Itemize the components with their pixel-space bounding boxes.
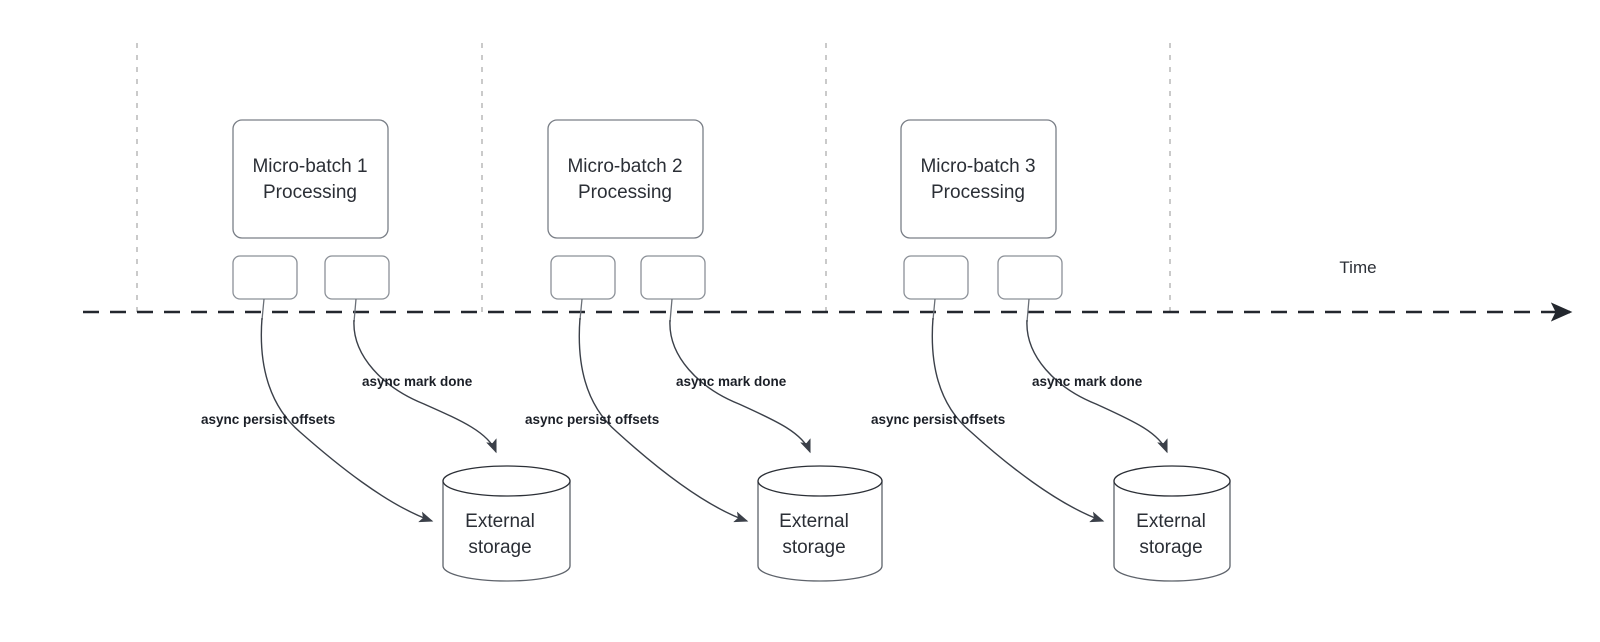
external-storage-2-label-line2: storage	[782, 537, 845, 558]
external-storage-3-label-line1: External	[1136, 511, 1206, 532]
external-storage-1[interactable]: External storage	[442, 465, 571, 582]
task-box-2a-stub	[579, 298, 583, 321]
micro-batch-group-2: Micro-batch 2 Processing async persist o…	[525, 119, 883, 582]
edge-mark-done-3	[1026, 319, 1168, 454]
external-storage-3-label-line2: storage	[1139, 537, 1202, 558]
task-box-1b[interactable]	[324, 255, 390, 300]
edge-persist-offsets-2	[578, 317, 749, 523]
time-axis-label: Time	[1339, 258, 1376, 277]
edge-mark-done-1	[353, 319, 497, 454]
micro-batch-1-label-line1: Micro-batch 1	[252, 156, 367, 177]
edge-persist-offsets-3	[931, 317, 1105, 523]
edge-persist-offsets-1	[260, 317, 434, 523]
task-box-2b[interactable]	[640, 255, 706, 300]
edge-persist-offsets-2-label: async persist offsets	[525, 412, 659, 427]
edge-mark-done-3-label: async mark done	[1032, 374, 1143, 389]
task-box-3a[interactable]	[903, 255, 969, 300]
task-box-2a[interactable]	[550, 255, 616, 300]
micro-batch-3-label-line2: Processing	[931, 182, 1025, 203]
external-storage-1-label-line1: External	[465, 511, 535, 532]
micro-batch-1-label-line2: Processing	[263, 182, 357, 203]
task-box-1a-stub	[261, 298, 265, 321]
edge-mark-done-1-label: async mark done	[362, 374, 473, 389]
edge-mark-done-2	[669, 319, 811, 454]
edge-persist-offsets-1-label: async persist offsets	[201, 412, 335, 427]
task-box-3b-stub	[1026, 298, 1030, 323]
task-box-1a[interactable]	[232, 255, 298, 300]
edge-persist-offsets-3-label: async persist offsets	[871, 412, 1005, 427]
task-box-3a-stub	[932, 298, 936, 321]
micro-batch-group-3: Micro-batch 3 Processing async persist o…	[871, 119, 1231, 582]
external-storage-3[interactable]: External storage	[1113, 465, 1231, 582]
task-box-1b-stub	[353, 298, 357, 323]
micro-batch-2-box[interactable]	[547, 119, 704, 239]
task-box-3b[interactable]	[997, 255, 1063, 300]
micro-batch-1-box[interactable]	[232, 119, 389, 239]
external-storage-1-label-line2: storage	[468, 537, 531, 558]
task-box-2b-stub	[669, 298, 673, 323]
micro-batch-group-1: Micro-batch 1 Processing async persist o…	[201, 119, 571, 582]
micro-batch-2-label-line1: Micro-batch 2	[567, 156, 682, 177]
edge-mark-done-2-label: async mark done	[676, 374, 787, 389]
micro-batch-3-label-line1: Micro-batch 3	[920, 156, 1035, 177]
micro-batch-3-box[interactable]	[900, 119, 1057, 239]
external-storage-2[interactable]: External storage	[757, 465, 883, 582]
micro-batch-2-label-line2: Processing	[578, 182, 672, 203]
external-storage-2-label-line1: External	[779, 511, 849, 532]
